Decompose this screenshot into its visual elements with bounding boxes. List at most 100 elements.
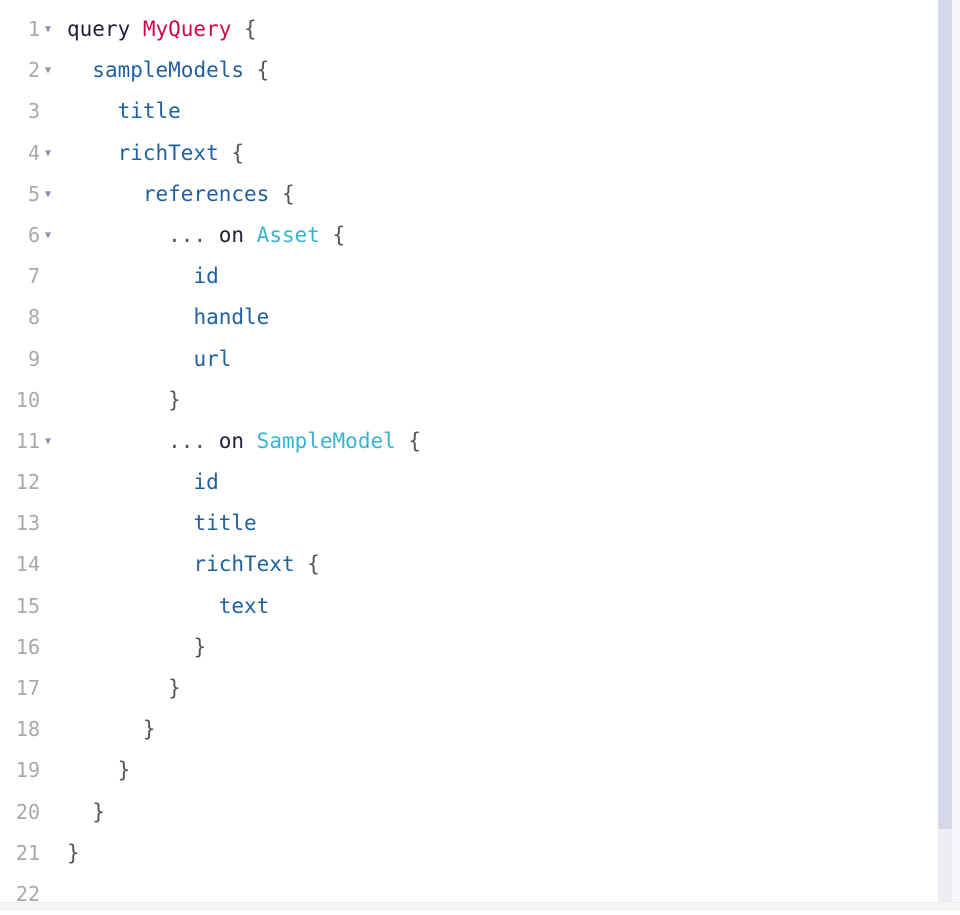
token-field: title [193,511,257,536]
token-punct: } [117,758,131,783]
token-field: handle [193,305,270,330]
line-number: 2 [27,58,40,83]
line-number: 9 [27,346,40,371]
token-punct: { [244,58,270,83]
code-text: url [67,339,231,380]
fold-arrow-icon[interactable]: ▼ [45,147,52,159]
token-type: Asset [256,222,320,247]
line-number: 17 [15,676,40,700]
token-kw: query [67,17,143,41]
token-punct: { [395,428,422,453]
line-number: 4 [27,140,40,165]
line-number: 10 [15,387,40,412]
token-field: id [193,264,219,289]
line-number: 20 [15,799,40,824]
token-punct: } [142,717,156,742]
vertical-scrollbar[interactable] [938,0,952,902]
line-number: 5 [27,181,40,206]
line-number: 3 [27,99,40,124]
token-field: richText [117,140,219,165]
indent [67,347,193,371]
editor-right-edge [952,0,960,902]
editor-bottom-border [0,902,960,911]
graphql-query-editor[interactable]: 1▼query MyQuery {2▼ sampleModels {3 titl… [0,0,938,906]
code-text: id [67,256,219,297]
line-number: 11 [15,428,40,453]
indent [67,717,143,741]
code-text: } [67,627,206,668]
code-text: id [67,462,219,503]
code-text: } [67,709,156,750]
line-number: 7 [27,264,40,289]
line-number: 18 [15,717,40,742]
token-field: sampleModels [92,58,245,83]
fold-arrow-icon[interactable]: ▼ [45,435,52,447]
token-def: MyQuery [142,17,232,41]
token-field: url [193,346,232,371]
token-punct: } [168,387,181,412]
code-text: text [67,586,270,627]
code-text: richText { [67,544,319,585]
indent [67,470,193,494]
code-text: } [67,833,80,874]
token-field: id [193,470,219,495]
code-text: ... on SampleModel { [67,421,421,462]
line-number: 1 [27,17,40,41]
scrollbar-thumb[interactable] [938,0,952,829]
fold-arrow-icon[interactable]: ▼ [45,24,52,35]
token-kw: on [218,428,257,453]
token-punct: { [231,17,257,41]
token-field: references [142,181,270,206]
indent [67,141,118,165]
token-punct: { [218,140,245,165]
indent [67,223,168,247]
indent [67,676,168,700]
code-text: title [67,91,181,132]
indent [67,594,219,618]
indent [67,758,118,782]
code-text: } [67,750,131,791]
line-number: 8 [27,305,40,330]
token-type: SampleModel [256,428,396,453]
indent [67,511,193,535]
line-number: 22 [15,881,40,906]
line-number: 21 [15,840,40,865]
token-punct: ... [168,428,219,453]
token-punct: } [92,799,105,824]
fold-arrow-icon[interactable]: ▼ [45,229,52,241]
line-number: 13 [15,511,40,536]
token-field: title [117,99,181,124]
token-punct: } [168,676,181,700]
indent [67,99,118,123]
line-number: 12 [15,470,40,495]
code-text: richText { [67,133,244,174]
token-punct: ... [168,222,219,247]
code-text: } [67,380,181,421]
code-text: references { [67,174,295,215]
line-number: 6 [27,222,40,247]
indent [67,305,193,329]
fold-arrow-icon[interactable]: ▼ [45,188,52,200]
indent [67,388,168,412]
code-text: } [67,792,105,833]
line-number: 14 [15,552,40,577]
token-punct: { [269,181,295,206]
code-text: handle [67,297,269,338]
code-text: sampleModels { [67,50,269,91]
indent [67,800,92,824]
token-field: text [218,593,270,618]
token-punct: { [319,222,346,247]
code-text: ... on Asset { [67,215,345,256]
indent [67,58,92,82]
fold-arrow-icon[interactable]: ▼ [45,65,52,77]
indent [67,635,193,659]
code-text: } [67,668,181,709]
line-number: 15 [15,593,40,618]
indent [67,429,168,453]
indent [67,182,143,206]
code-text: title [67,503,257,544]
token-kw: on [218,222,257,247]
code-text: query MyQuery { [67,9,257,50]
line-number: 19 [15,758,40,783]
token-punct: } [67,840,80,865]
